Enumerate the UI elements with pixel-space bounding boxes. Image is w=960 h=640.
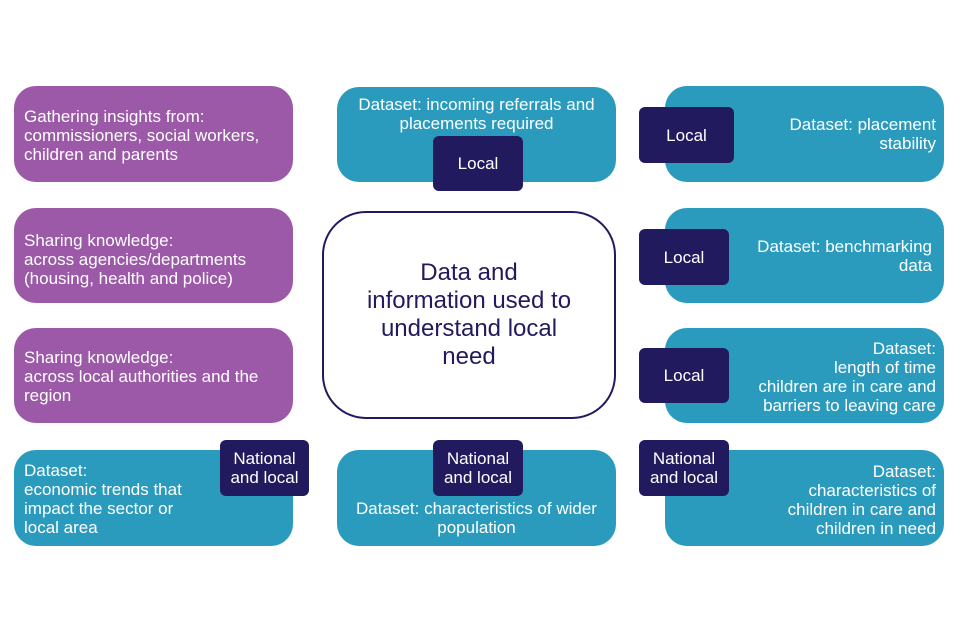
children-in-care-tag: National and local <box>639 440 729 496</box>
length-of-time-tag: Local <box>639 348 729 403</box>
sharing-local-authorities-box: Sharing knowledge: across local authorit… <box>14 328 293 423</box>
placement-stability-text: Dataset: placement stability <box>789 115 936 153</box>
placement-stability-tag: Local <box>639 107 734 163</box>
wider-population-tag: National and local <box>433 440 523 496</box>
sharing-local-authorities-text: Sharing knowledge: across local authorit… <box>24 348 259 405</box>
economic-trends-text: Dataset: economic trends that impact the… <box>24 461 182 537</box>
sharing-agencies-box: Sharing knowledge: across agencies/depar… <box>14 208 293 303</box>
insights-box: Gathering insights from: commissioners, … <box>14 86 293 182</box>
central-node: Data and information used to understand … <box>322 211 616 419</box>
children-in-care-text: Dataset: characteristics of children in … <box>787 462 936 538</box>
sharing-agencies-text: Sharing knowledge: across agencies/depar… <box>24 231 247 288</box>
benchmarking-tag: Local <box>639 229 729 285</box>
wider-population-box: Dataset: characteristics of wider popula… <box>337 450 616 546</box>
central-node-text: Data and information used to understand … <box>366 259 572 370</box>
incoming-referrals-text: Dataset: incoming referrals and placemen… <box>358 95 595 133</box>
wider-population-text: Dataset: characteristics of wider popula… <box>356 499 597 537</box>
insights-text: Gathering insights from: commissioners, … <box>24 107 260 164</box>
benchmarking-text: Dataset: benchmarking data <box>757 237 932 275</box>
economic-trends-tag: National and local <box>220 440 309 496</box>
incoming-referrals-tag: Local <box>433 136 523 191</box>
length-of-time-text: Dataset: length of time children are in … <box>758 339 936 415</box>
